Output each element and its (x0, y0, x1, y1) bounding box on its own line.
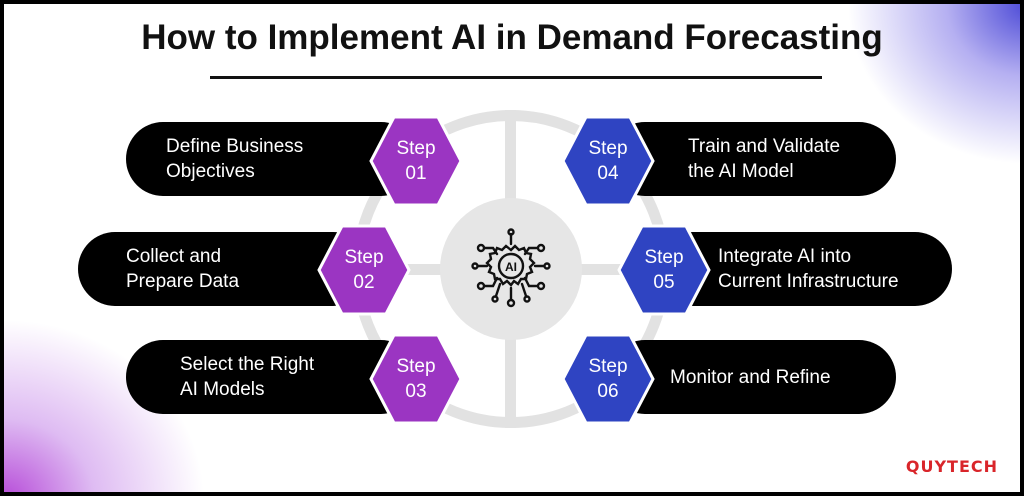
step-02-label: Step (344, 247, 384, 268)
page-title: How to Implement AI in Demand Forecastin… (141, 18, 883, 57)
step-01-card: Define Business Objectives (126, 122, 418, 196)
step-06-label: Step (588, 356, 628, 377)
title-underline (210, 76, 822, 79)
step-02-badge: Step 02 (316, 223, 412, 317)
step-03-badge: Step 03 (368, 332, 464, 426)
step-04-card: Train and Validate the AI Model (608, 122, 896, 196)
step-03-number: 03 (405, 381, 427, 402)
step-04-badge: Step 04 (560, 114, 656, 208)
step-04-text: Train and Validate the AI Model (688, 136, 841, 182)
step-01-number: 01 (405, 163, 427, 184)
center-hub (440, 198, 582, 340)
brand-logo: QUYTECH (905, 457, 998, 476)
step-05-text: Integrate AI into Current Infrastructure (718, 246, 899, 292)
step-06-card: Monitor and Refine (608, 340, 896, 414)
step-05-number: 05 (653, 272, 675, 293)
step-04-number: 04 (597, 163, 619, 184)
step-03-card: Select the Right AI Models (126, 340, 418, 414)
step-04-label: Step (588, 138, 628, 159)
step-03-text: Select the Right AI Models (180, 354, 315, 400)
step-06-badge: Step 06 (560, 332, 656, 426)
step-05-label: Step (644, 247, 684, 268)
step-02-text: Collect and Prepare Data (126, 246, 240, 292)
ai-gear-circuit-icon: AI (471, 228, 551, 308)
step-06-text: Monitor and Refine (670, 366, 831, 388)
svg-text:AI: AI (505, 260, 517, 274)
step-06-number: 06 (597, 381, 619, 402)
step-02-number: 02 (353, 272, 375, 293)
step-03-label: Step (396, 356, 436, 377)
step-05-badge: Step 05 (616, 223, 712, 317)
step-01-text: Define Business Objectives (166, 136, 304, 182)
step-01-badge: Step 01 (368, 114, 464, 208)
step-01-label: Step (396, 138, 436, 159)
